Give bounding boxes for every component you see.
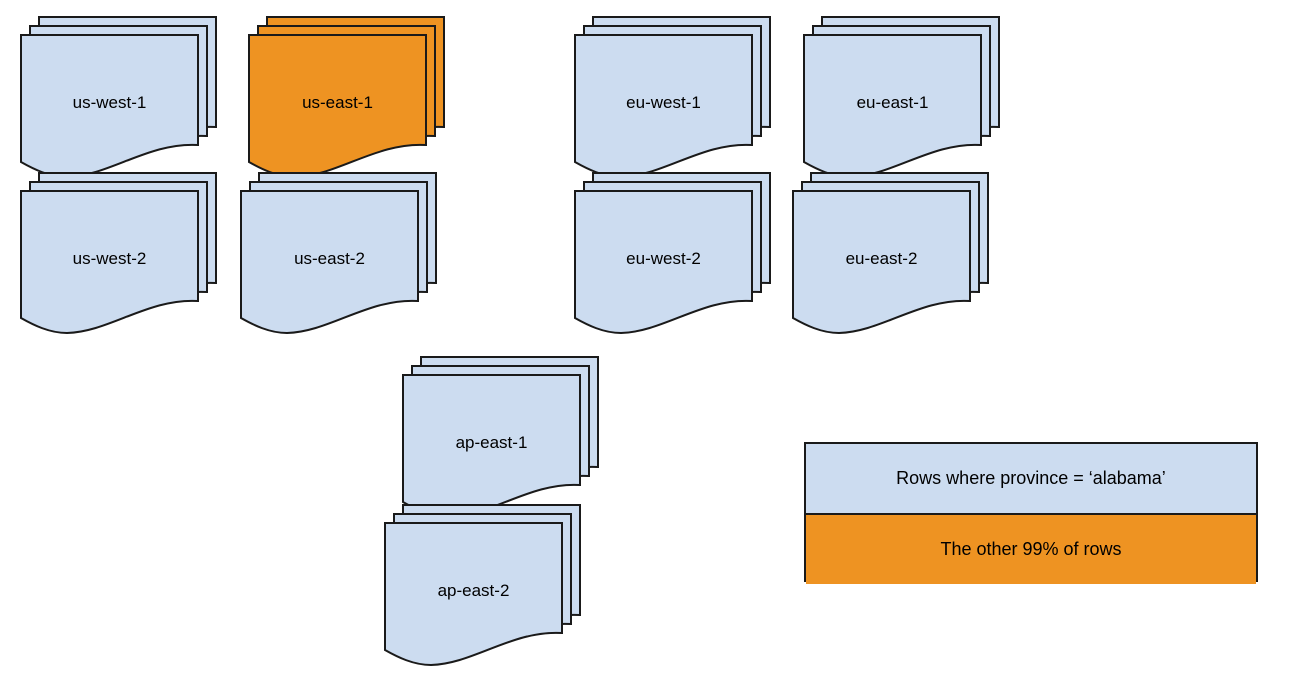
document-stack-label: eu-east-2 xyxy=(845,249,918,268)
document-stack-shape xyxy=(574,16,771,179)
document-stack-label: eu-west-1 xyxy=(626,93,701,112)
legend: Rows where province = ‘alabama’ The other… xyxy=(804,442,1258,584)
document-stack-shape xyxy=(20,172,217,335)
document-stack-label: ap-east-1 xyxy=(455,433,528,452)
document-sheet xyxy=(240,190,419,335)
document-stack-eu-east-1[interactable]: eu-east-1 xyxy=(803,16,1002,182)
document-stack-eu-east-2[interactable]: eu-east-2 xyxy=(792,172,991,338)
document-stack-us-east-1[interactable]: us-east-1 xyxy=(248,16,447,182)
document-stack-us-west-1[interactable]: us-west-1 xyxy=(20,16,219,182)
document-stack-label: eu-east-1 xyxy=(856,93,929,112)
document-stack-label: us-east-2 xyxy=(294,249,365,268)
document-stack-us-west-2[interactable]: us-west-2 xyxy=(20,172,219,338)
legend-row-label: Rows where province = ‘alabama’ xyxy=(896,468,1166,488)
document-stack-shape xyxy=(248,16,445,179)
document-stack-eu-west-1[interactable]: eu-west-1 xyxy=(574,16,773,182)
document-stack-shape xyxy=(574,172,771,335)
document-stack-label: us-west-2 xyxy=(72,249,147,268)
legend-row-alabama-rows: Rows where province = ‘alabama’ xyxy=(806,444,1256,515)
document-sheet xyxy=(20,190,199,335)
document-stack-label: us-east-1 xyxy=(302,93,373,112)
document-sheet xyxy=(384,522,563,667)
document-sheet xyxy=(792,190,971,335)
document-stack-label: ap-east-2 xyxy=(437,581,510,600)
document-sheet xyxy=(574,190,753,335)
document-stack-shape xyxy=(20,16,217,179)
document-stack-eu-west-2[interactable]: eu-west-2 xyxy=(574,172,773,338)
document-stack-shape xyxy=(384,504,581,667)
document-stack-ap-east-2[interactable]: ap-east-2 xyxy=(384,504,583,670)
legend-row-label: The other 99% of rows xyxy=(940,539,1122,559)
document-stack-ap-east-1[interactable]: ap-east-1 xyxy=(402,356,601,522)
document-stack-shape xyxy=(803,16,1000,179)
document-stack-shape xyxy=(240,172,437,335)
document-stack-label: us-west-1 xyxy=(72,93,147,112)
document-stack-us-east-2[interactable]: us-east-2 xyxy=(240,172,439,338)
document-stack-label: eu-west-2 xyxy=(626,249,701,268)
document-stack-shape xyxy=(792,172,989,335)
document-stack-shape xyxy=(402,356,599,519)
legend-row-other-rows: The other 99% of rows xyxy=(806,515,1256,584)
